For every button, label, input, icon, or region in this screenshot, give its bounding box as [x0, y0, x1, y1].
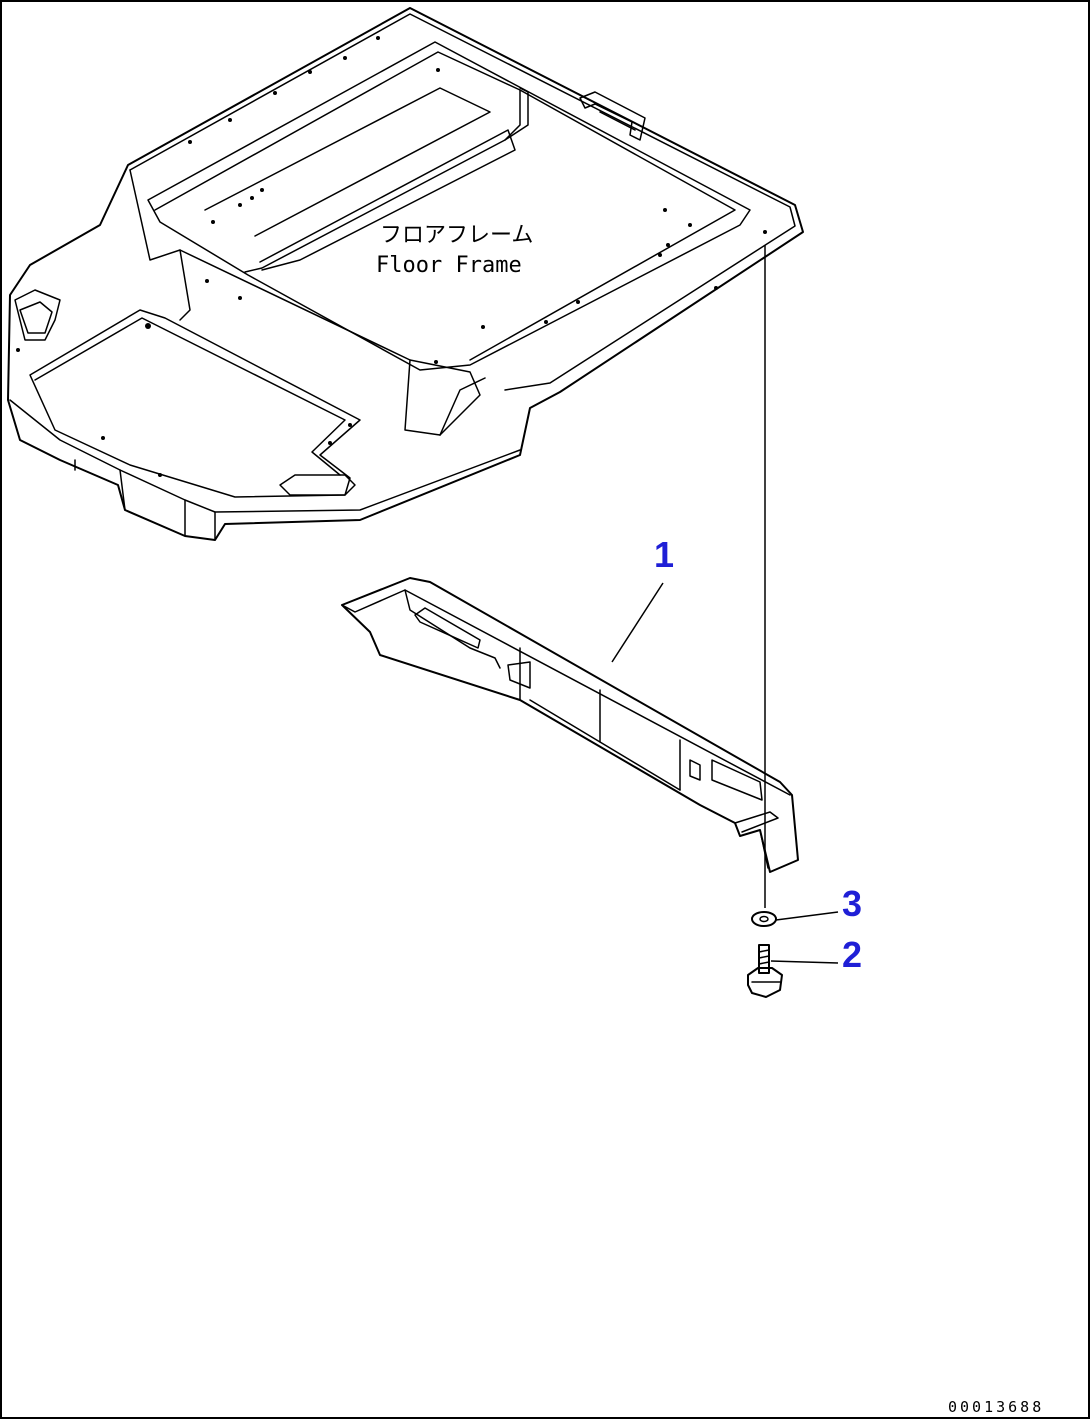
bolt-part-2: [747, 944, 783, 998]
callout-3: 3: [842, 883, 862, 924]
drawing-number: 00013688: [948, 1398, 1044, 1416]
leader-1: [611, 582, 664, 663]
floor-frame-drawing: [7, 7, 804, 541]
callout-1: 1: [654, 534, 674, 575]
leader-3: [775, 911, 839, 921]
leader-2: [770, 960, 839, 964]
callout-2: 2: [842, 934, 862, 975]
washer-part-3: [751, 911, 777, 927]
floor-frame-label-jp: フロアフレーム: [380, 223, 533, 248]
floor-frame-label-en: Floor Frame: [376, 253, 522, 278]
bracket-part-1: [341, 577, 799, 873]
bolt-holes: [16, 36, 767, 477]
